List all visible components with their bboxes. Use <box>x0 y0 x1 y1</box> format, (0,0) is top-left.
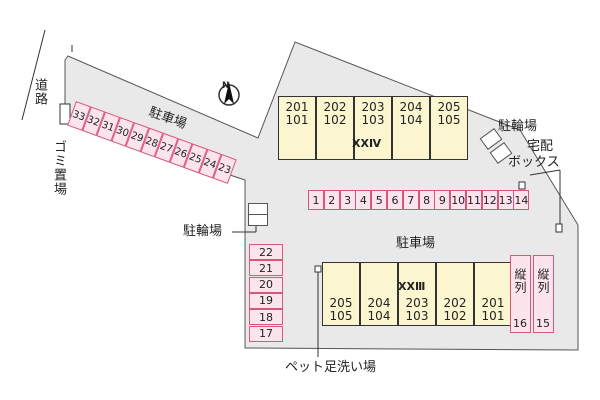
unit-number-lower: 102 <box>443 309 467 323</box>
parking-spot-14: 14 <box>513 190 530 210</box>
unit-number-upper: 203 <box>405 296 429 310</box>
bike-parking-label-left: 駐輪場 <box>183 224 223 239</box>
parking-spot-10: 10 <box>450 190 467 210</box>
unit-number-lower: 103 <box>405 309 429 323</box>
unit-number-lower: 101 <box>481 309 505 323</box>
unit-number-lower: 103 <box>361 113 385 127</box>
parking-label-center: 駐車場 <box>396 236 436 251</box>
garbage-area-label: ゴミ置場 <box>51 140 66 196</box>
parking-spot-1: 1 <box>308 190 324 210</box>
tandem-spot-label: 縦列 <box>513 268 527 294</box>
parking-spot-9: 9 <box>434 190 451 210</box>
bike-parking-label-right: 駐輪場 <box>498 119 538 134</box>
building-xxiii-name: XXⅢ <box>398 280 426 293</box>
parking-spot-7: 7 <box>402 190 419 210</box>
bike-rack-left-2 <box>248 214 268 226</box>
unit-number-upper: 201 <box>481 296 505 310</box>
unit-number-lower: 101 <box>285 113 309 127</box>
unit-203-103 <box>354 96 392 160</box>
unit-number-upper: 203 <box>361 100 385 114</box>
tandem-spot-15 <box>533 255 554 333</box>
pet-wash-label: ペット足洗い場 <box>285 360 377 375</box>
parking-spot-2: 2 <box>323 190 340 210</box>
delivery-box-label-line2: ボックス <box>508 155 560 170</box>
unit-number-upper: 202 <box>323 100 347 114</box>
tandem-spot-label: 縦列 <box>536 268 550 294</box>
parking-spot-19: 19 <box>249 292 283 309</box>
unit-204-104 <box>392 96 430 160</box>
road-label: 道路 <box>32 78 47 106</box>
parking-spot-22: 22 <box>249 244 283 260</box>
parking-spot-4: 4 <box>355 190 372 210</box>
unit-number-upper: 205 <box>437 100 461 114</box>
parking-spot-11: 11 <box>466 190 482 210</box>
unit-202-102 <box>316 96 354 160</box>
unit-number-upper: 204 <box>399 100 423 114</box>
parking-spot-17: 17 <box>249 325 283 342</box>
delivery-box-label-line1: 宅配 <box>527 139 554 154</box>
parking-spot-13: 13 <box>497 190 514 210</box>
building-xxiv-name: XXⅣ <box>352 137 382 150</box>
unit-201-101 <box>474 262 512 326</box>
tandem-spot-16 <box>510 255 531 333</box>
parking-spot-3: 3 <box>339 190 356 210</box>
unit-number-upper: 202 <box>443 296 467 310</box>
unit-number-upper: 201 <box>285 100 309 114</box>
unit-number-lower: 105 <box>437 113 461 127</box>
parking-spot-5: 5 <box>371 190 388 210</box>
parking-spot-6: 6 <box>387 190 403 210</box>
unit-number-lower: 104 <box>399 113 423 127</box>
unit-number-upper: 204 <box>367 296 391 310</box>
unit-number-upper: 205 <box>329 296 353 310</box>
tandem-spot-number: 16 <box>513 317 527 330</box>
tandem-spot-number: 15 <box>536 317 550 330</box>
parking-spot-18: 18 <box>249 309 283 326</box>
north-label: N <box>222 81 230 91</box>
unit-201-101 <box>278 96 316 160</box>
unit-205-105 <box>322 262 360 326</box>
unit-number-lower: 104 <box>367 309 391 323</box>
parking-spot-8: 8 <box>418 190 435 210</box>
unit-number-lower: 102 <box>323 113 347 127</box>
unit-203-103 <box>398 262 436 326</box>
unit-202-102 <box>436 262 474 326</box>
unit-number-lower: 105 <box>329 309 353 323</box>
parking-spot-21: 21 <box>249 260 283 277</box>
parking-spot-20: 20 <box>249 276 283 293</box>
unit-205-105 <box>430 96 468 160</box>
unit-204-104 <box>360 262 398 326</box>
parking-spot-12: 12 <box>481 190 498 210</box>
